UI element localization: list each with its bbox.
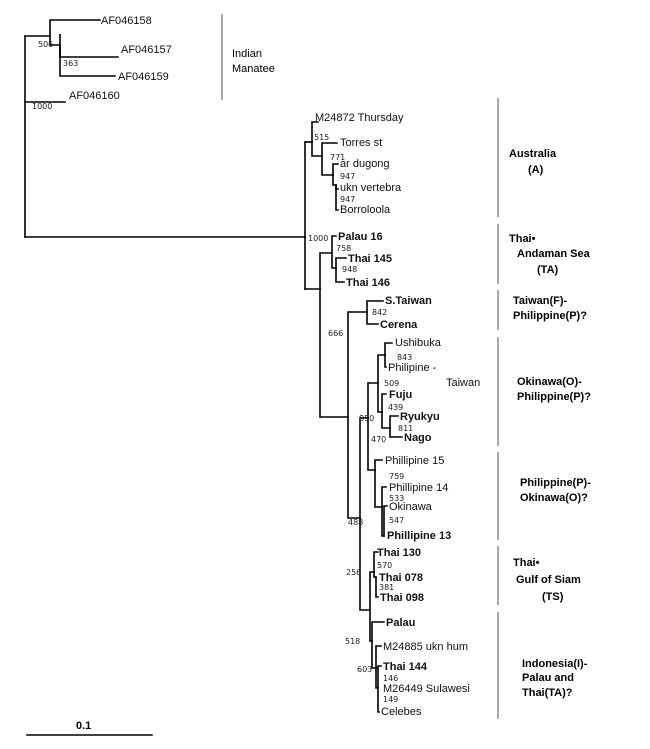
group-labels: Indian Manatee Australia (A) Thai• Andam… [232,48,591,699]
group-indonesia-line1: Indonesia(I)- [522,658,588,670]
group-separators [221,14,499,719]
bootstrap-947a: 947 [340,172,355,181]
group-australia-line1: Australia [509,148,557,160]
leaf-s-taiwan: S.Taiwan [385,295,432,307]
leaf-philipine-taiwan-1: Philipine - [388,362,437,374]
leaf-fuju: Fuju [389,389,412,401]
bootstrap-603: 603 [357,665,372,674]
group-manatee-line2: Manatee [232,63,275,75]
group-indonesia-line2: Palau and [522,672,574,684]
bootstrap-947b: 947 [340,195,355,204]
group-andaman-line2: Andaman Sea [517,248,591,260]
bootstrap-759: 759 [389,472,404,481]
bootstrap-1000-ingroup: 1000 [308,234,328,243]
group-philippine-line1: Philippine(P)- [520,477,591,489]
bootstrap-470: 470 [371,435,386,444]
leaf-thai145: Thai 145 [348,253,392,265]
bootstrap-506: 506 [38,40,53,49]
leaf-ukn-vertebra: ukn vertebra [340,182,402,194]
group-siam-line2: Gulf of Siam [516,574,581,586]
leaf-thai146: Thai 146 [346,277,390,289]
bootstrap-146: 146 [383,674,398,683]
group-siam-line3: (TS) [542,591,564,603]
bootstrap-1000-outgroup: 1000 [32,102,52,111]
leaf-m26449: M26449 Sulawesi [383,683,470,695]
bootstrap-256: 256 [346,568,361,577]
group-andaman-line1: Thai• [509,233,536,245]
leaf-m24885: M24885 ukn hum [383,641,468,653]
group-siam-line1: Thai• [513,557,540,569]
leaf-okinawa: Okinawa [389,501,433,513]
leaf-borroloola: Borroloola [340,204,391,216]
group-taiwan-line2: Philippine(P)? [513,310,587,322]
leaf-palau: Palau [386,617,415,629]
leaf-phillipine15: Phillipine 15 [385,455,444,467]
leaf-palau16: Palau 16 [338,231,383,243]
bootstrap-518: 518 [345,637,360,646]
group-andaman-line3: (TA) [537,264,559,276]
leaf-ryukyu: Ryukyu [400,411,440,423]
leaf-torres: Torres st [340,137,382,149]
bootstrap-843: 843 [397,353,412,362]
leaf-thai130: Thai 130 [377,547,421,559]
group-taiwan-line1: Taiwan(F)- [513,295,568,307]
group-manatee-line1: Indian [232,48,262,60]
group-indonesia-line3: Thai(TA)? [522,687,573,699]
bootstrap-811: 811 [398,424,413,433]
leaf-cerena: Cerena [380,319,418,331]
leaf-m24872: M24872 Thursday [315,112,404,124]
leaf-af046157: AF046157 [121,44,172,56]
bootstrap-values: 506 363 1000 515 771 947 947 1000 758 94… [32,40,413,704]
group-philippine-line2: Okinawa(O)? [520,492,588,504]
leaf-phillipine14: Phillipine 14 [389,482,448,494]
leaf-nago: Nago [404,432,432,444]
leaf-thai098: Thai 098 [380,592,424,604]
leaf-philipine-taiwan-2: Taiwan [446,377,480,389]
bootstrap-547: 547 [389,516,404,525]
scale-bar-label: 0.1 [76,720,91,732]
bootstrap-948: 948 [342,265,357,274]
bootstrap-515: 515 [314,133,329,142]
group-okinawa-line2: Philippine(P)? [517,391,591,403]
bootstrap-850: 850 [359,414,374,423]
leaf-af046158: AF046158 [101,15,152,27]
bootstrap-666: 666 [328,329,343,338]
leaf-thai078: Thai 078 [379,572,423,584]
bootstrap-842: 842 [372,308,387,317]
leaf-phillipine13: Phillipine 13 [387,530,451,542]
group-australia-line2: (A) [528,164,544,176]
leaf-thai144: Thai 144 [383,661,428,673]
leaf-celebes: Celebes [381,706,422,718]
leaf-ushibuka: Ushibuka [395,337,442,349]
bootstrap-488: 488 [348,518,363,527]
bootstrap-758: 758 [336,244,351,253]
leaf-af046159: AF046159 [118,71,169,83]
group-okinawa-line1: Okinawa(O)- [517,376,582,388]
bootstrap-509: 509 [384,379,399,388]
bootstrap-771: 771 [330,153,345,162]
bootstrap-381: 381 [379,583,394,592]
scale-bar: 0.1 [26,720,153,736]
bootstrap-149: 149 [383,695,398,704]
bootstrap-439: 439 [388,403,403,412]
bootstrap-533: 533 [389,494,404,503]
leaf-ar-dugong: ar dugong [340,158,390,170]
leaf-labels: AF046158 AF046157 AF046159 AF046160 M248… [69,15,480,718]
bootstrap-570: 570 [377,561,392,570]
leaf-af046160: AF046160 [69,90,120,102]
bootstrap-363: 363 [63,59,78,68]
tree-branches [24,19,403,713]
